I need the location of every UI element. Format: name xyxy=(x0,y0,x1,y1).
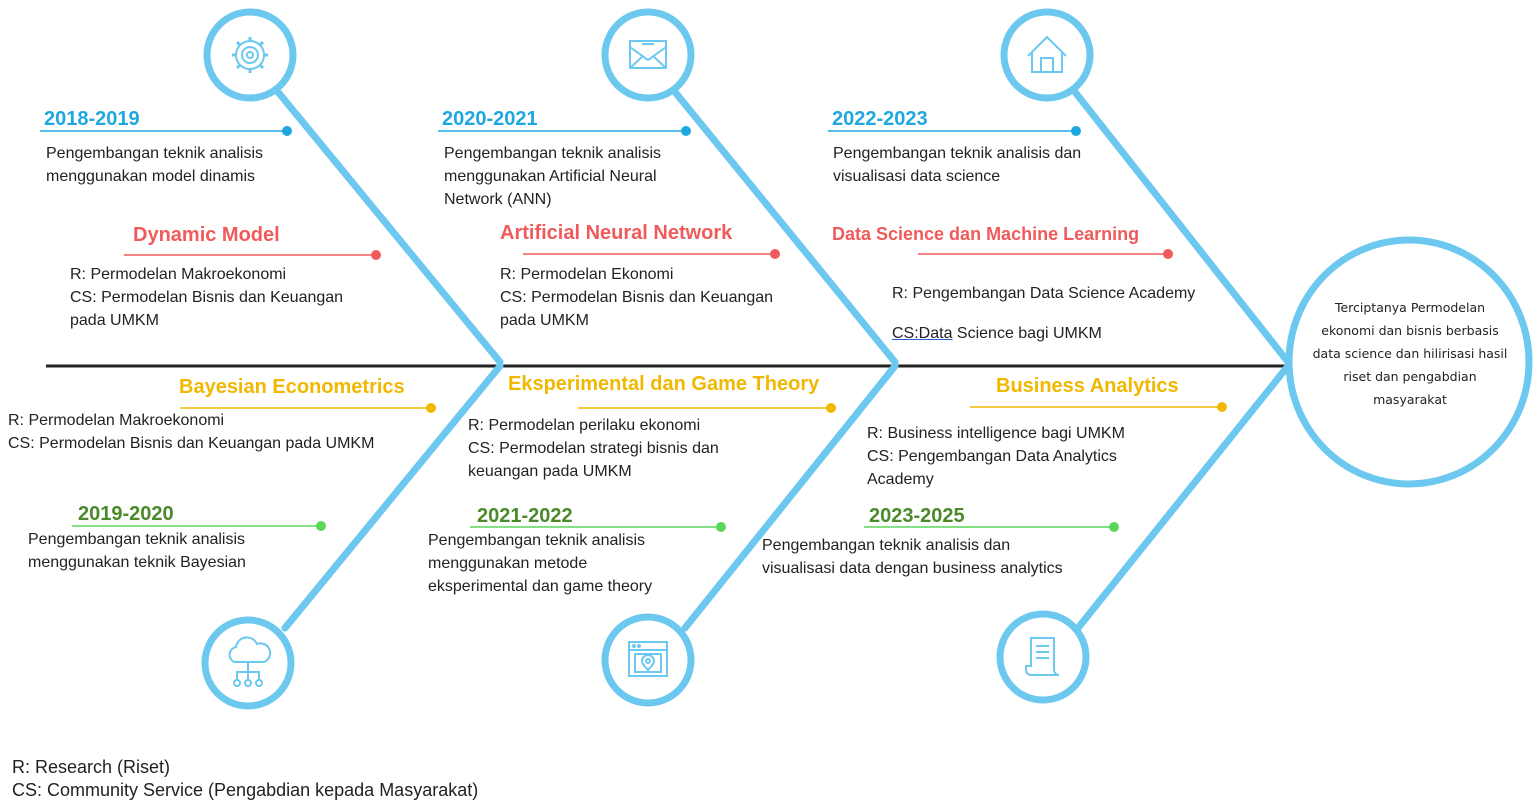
period-2018-2019: 2018-2019 xyxy=(44,108,140,130)
desc-2020-2021: Pengembangan teknik analisis menggunakan… xyxy=(444,145,662,208)
period-2019-2020: 2019-2020 xyxy=(78,503,174,525)
browser-location-icon xyxy=(628,641,668,677)
category-data-science: Data Science dan Machine Learning xyxy=(832,224,1140,244)
desc-2022-2023: Pengembangan teknik analisis dan visuali… xyxy=(833,145,1082,185)
legend-cs: CS: Community Service (Pengabdian kepada… xyxy=(12,780,479,800)
desc-2023-2025: Pengembangan teknik analisis dan visuali… xyxy=(762,537,1063,577)
rcs-bayesian: R: Permodelan Makroekonomi CS: Permodela… xyxy=(8,412,375,452)
home-icon xyxy=(1027,35,1067,73)
period-2023-2025: 2023-2025 xyxy=(869,505,965,527)
circle-top-2 xyxy=(601,8,695,102)
period-2022-2023: 2022-2023 xyxy=(832,108,928,130)
category-business-analytics: Business Analytics xyxy=(996,375,1179,397)
legend-r: R: Research (Riset) xyxy=(12,757,171,777)
rcs-dynamic-model: R: Permodelan Makroekonomi CS: Permodela… xyxy=(70,266,344,329)
gear-icon xyxy=(232,37,268,73)
legend: R: Research (Riset) CS: Community Servic… xyxy=(12,756,478,802)
bone-bottom-2 xyxy=(681,362,899,632)
desc-2018-2019: Pengembangan teknik analisis menggunakan… xyxy=(46,145,264,185)
bone-bottom-3 xyxy=(1074,362,1292,632)
circle-top-1 xyxy=(203,8,297,102)
rcs-ann: R: Permodelan Ekonomi CS: Permodelan Bis… xyxy=(500,266,774,329)
category-bayesian: Bayesian Econometrics xyxy=(179,376,405,398)
category-game-theory: Eksperimental dan Game Theory xyxy=(508,373,820,395)
bone-top-1 xyxy=(274,88,504,366)
desc-2019-2020: Pengembangan teknik analisis menggunakan… xyxy=(28,531,246,571)
envelope-icon xyxy=(629,40,667,69)
bone-top-3 xyxy=(1071,88,1292,366)
document-icon xyxy=(1025,637,1060,676)
rcs-business-analytics: R: Business intelligence bagi UMKM CS: P… xyxy=(867,425,1125,488)
result-text: Terciptanya Permodelan ekonomi dan bisni… xyxy=(1312,300,1508,407)
period-2020-2021: 2020-2021 xyxy=(442,108,538,130)
cloud-network-icon xyxy=(228,636,272,687)
result-ellipse xyxy=(1285,236,1533,488)
circle-top-3 xyxy=(1000,8,1094,102)
cs-data-science: CS:Data Science bagi UMKM xyxy=(892,325,1102,342)
period-2021-2022: 2021-2022 xyxy=(477,505,573,527)
bone-top-2 xyxy=(671,88,899,366)
bone-bottom-1 xyxy=(281,362,504,632)
category-ann: Artificial Neural Network xyxy=(500,222,733,244)
desc-2021-2022: Pengembangan teknik analisis menggunakan… xyxy=(428,532,653,595)
r-data-science: R: Pengembangan Data Science Academy xyxy=(892,285,1196,302)
rcs-game-theory: R: Permodelan perilaku ekonomi CS: Permo… xyxy=(468,417,719,480)
category-dynamic-model: Dynamic Model xyxy=(133,224,280,246)
